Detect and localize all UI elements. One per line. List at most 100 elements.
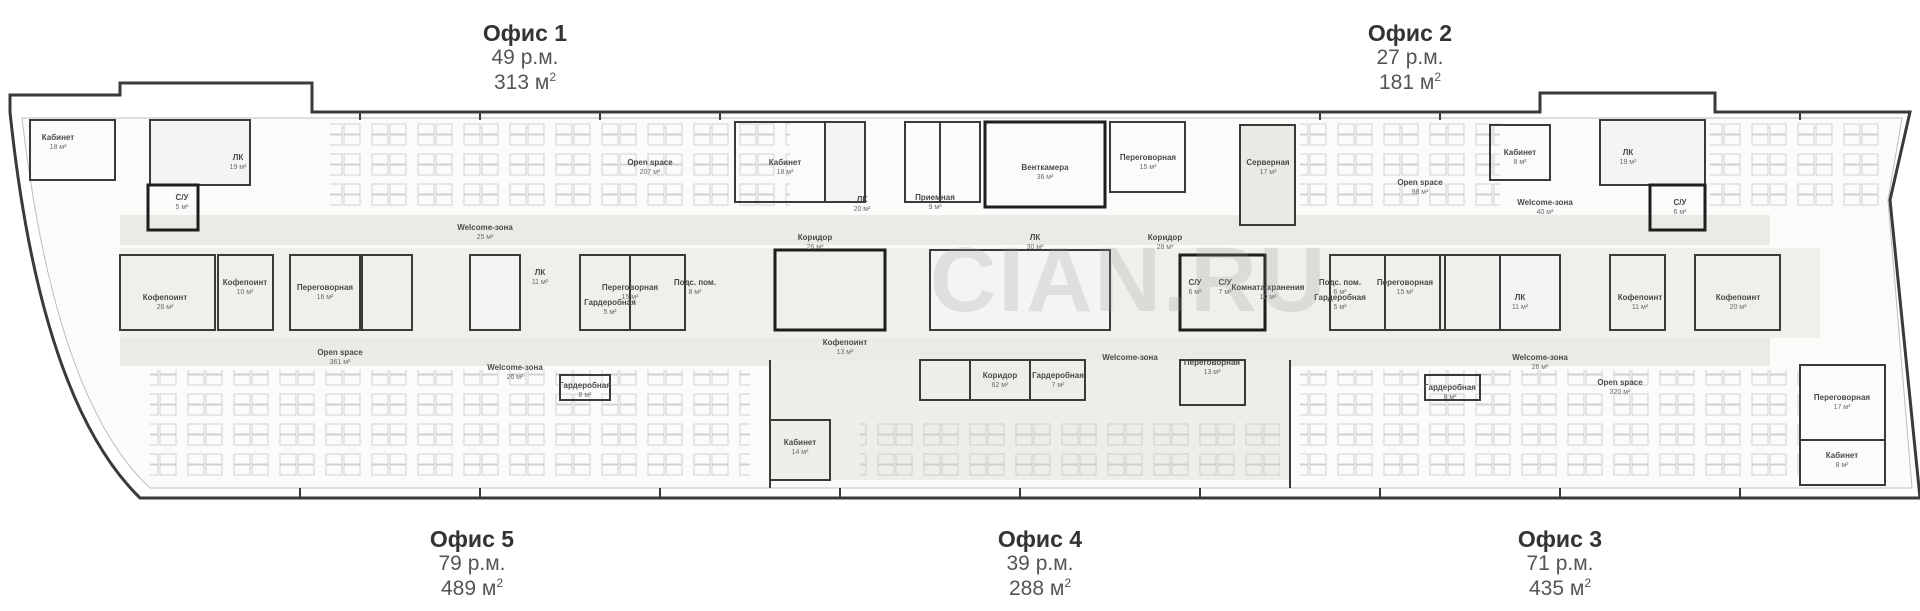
room-name: Переговорная bbox=[297, 283, 354, 292]
room-area: 9 м² bbox=[929, 204, 943, 211]
room-box bbox=[929, 249, 1111, 331]
room-area: 320 м² bbox=[1610, 389, 1631, 396]
room-area: 14 м² bbox=[792, 449, 810, 456]
room-area: 18 м² bbox=[50, 144, 68, 151]
desk-field bbox=[150, 370, 750, 482]
room-box bbox=[1239, 124, 1296, 226]
room-name: Кофепоинт bbox=[823, 338, 868, 347]
room-box bbox=[1648, 183, 1707, 232]
room-area: 15 м² bbox=[622, 294, 640, 301]
room-name: Гардеробная bbox=[1032, 371, 1084, 380]
room-name: Кофепоинт bbox=[1716, 293, 1761, 302]
room-box bbox=[1799, 439, 1886, 486]
room-box bbox=[1029, 359, 1086, 401]
room-name: Серверная bbox=[1246, 158, 1290, 167]
room-name: С/У bbox=[176, 193, 190, 202]
room-box bbox=[146, 183, 200, 232]
room-box bbox=[469, 254, 521, 331]
room-area: 10 м² bbox=[237, 289, 255, 296]
room-name: ЛК bbox=[1030, 233, 1041, 242]
office-area: 489 м2 bbox=[441, 575, 503, 600]
office-seats: 39 р.м. bbox=[1006, 552, 1074, 576]
room-area: 5 м² bbox=[604, 309, 618, 316]
room-area: 15 м² bbox=[1140, 164, 1158, 171]
room-name: Кабинет bbox=[769, 158, 801, 167]
desk-field bbox=[1300, 370, 1800, 482]
room-box bbox=[983, 120, 1107, 209]
room-area: 8 м² bbox=[1444, 394, 1458, 401]
room-name: ЛК bbox=[857, 195, 868, 204]
room-box bbox=[29, 119, 116, 181]
room-name: Welcome-зона bbox=[457, 223, 513, 232]
room-area: 5 м² bbox=[176, 204, 190, 211]
room-area: 26 м² bbox=[507, 374, 525, 381]
room-name: Коридор bbox=[1148, 233, 1183, 242]
room-name: Гардеробная bbox=[584, 298, 636, 307]
office-area: 181 м2 bbox=[1379, 69, 1441, 94]
room-area: 361 м² bbox=[330, 359, 351, 366]
room-name: Переговорная bbox=[1814, 393, 1871, 402]
room-box bbox=[629, 254, 686, 331]
facade-columns bbox=[299, 112, 1801, 498]
room-name: Венткамера bbox=[1021, 163, 1069, 172]
room-name: Гардеробная bbox=[1314, 293, 1366, 302]
room-area: 40 м² bbox=[1537, 209, 1555, 216]
room-box bbox=[119, 254, 216, 331]
room-box bbox=[289, 254, 361, 331]
room-area: 28 м² bbox=[1157, 244, 1175, 251]
room-name: Welcome-зона bbox=[1517, 198, 1573, 207]
office-name: Офис 2 bbox=[1367, 20, 1453, 46]
room-name: Кабинет bbox=[784, 438, 816, 447]
room-area: 7 м² bbox=[1052, 382, 1066, 389]
room-area: 11 м² bbox=[1632, 304, 1649, 311]
room-area: 98 м² bbox=[1412, 189, 1430, 196]
room-name: ЛК bbox=[535, 268, 546, 277]
room-area: 17 м² bbox=[1834, 404, 1852, 411]
room-name: Welcome-зона bbox=[1102, 353, 1158, 362]
room-area: 8 м² bbox=[1514, 159, 1528, 166]
room-box bbox=[773, 248, 887, 332]
office-area: 288 м2 bbox=[1009, 575, 1071, 600]
office-area: 435 м2 bbox=[1529, 575, 1591, 600]
room-name: ЛК bbox=[233, 153, 244, 162]
room-area: 7 м² bbox=[1219, 289, 1233, 296]
room-area: 6 м² bbox=[1674, 209, 1688, 216]
room-name: Коридор bbox=[983, 371, 1018, 380]
room-name: Гардеробная bbox=[559, 381, 611, 390]
room-area: 6 м² bbox=[1189, 289, 1203, 296]
room-name: Переговорная bbox=[1120, 153, 1177, 162]
office-area: 313 м2 bbox=[494, 69, 556, 94]
office-name: Офис 5 bbox=[429, 526, 515, 552]
room-area: 8 м² bbox=[1836, 462, 1850, 469]
room-name: ЛК bbox=[1623, 148, 1634, 157]
room-name: Кофепоинт bbox=[223, 278, 268, 287]
room-box bbox=[1599, 119, 1706, 186]
corridor-band-top bbox=[120, 215, 1770, 245]
room-name: ЛК bbox=[1515, 293, 1526, 302]
watermark: CIAN.RU bbox=[930, 229, 1328, 331]
room-area: 15 м² bbox=[1397, 289, 1415, 296]
room-area: 13 м² bbox=[1204, 369, 1222, 376]
room-box bbox=[1179, 359, 1246, 406]
room-box bbox=[361, 254, 413, 331]
room-box bbox=[939, 121, 981, 203]
office-name: Офис 3 bbox=[1517, 526, 1603, 552]
room-area: 26 м² bbox=[157, 304, 175, 311]
office-seats: 79 р.м. bbox=[438, 552, 506, 576]
office-5-label: Офис 5 79 р.м. 489 м2 bbox=[352, 526, 592, 601]
room-name: Кабинет bbox=[42, 133, 74, 142]
room-box bbox=[149, 119, 251, 186]
room-name: Welcome-зона bbox=[1512, 353, 1568, 362]
office-2-label: Офис 2 27 р.м. 181 м2 bbox=[1290, 20, 1530, 95]
office-3-label: Офис 3 71 р.м. 435 м2 bbox=[1440, 526, 1680, 601]
room-name: Кофепоинт bbox=[143, 293, 188, 302]
office-seats: 71 р.м. bbox=[1526, 552, 1594, 576]
room-box bbox=[824, 121, 866, 203]
room-name: С/У bbox=[1674, 198, 1688, 207]
room-area: 17 м² bbox=[1260, 169, 1278, 176]
room-area: 26 м² bbox=[807, 244, 825, 251]
room-area: 6 м² bbox=[1334, 289, 1348, 296]
room-name: Переговорная bbox=[602, 283, 659, 292]
room-area: 8 м² bbox=[579, 392, 593, 399]
